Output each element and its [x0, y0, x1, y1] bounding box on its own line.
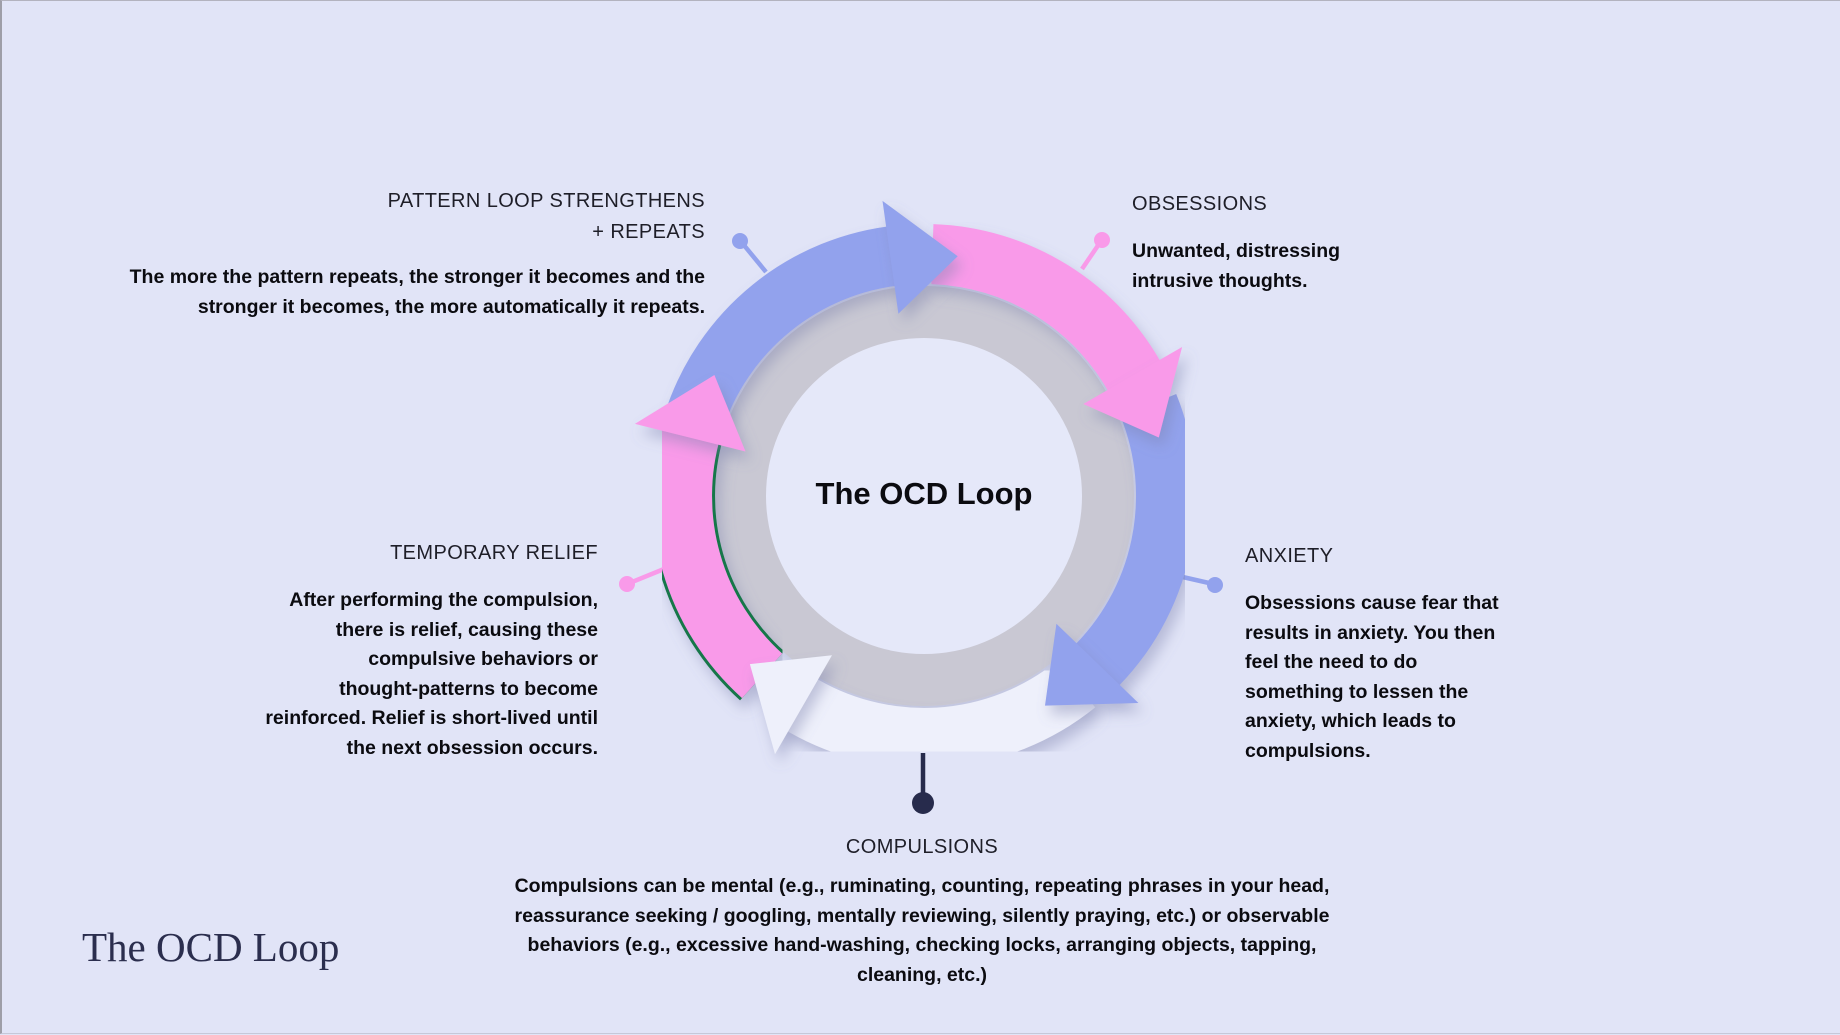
pattern-loop-label: PATTERN LOOP STRENGTHENS + REPEATS [387, 190, 705, 243]
pin-relief [619, 566, 665, 592]
pin-anxiety-dot [1207, 577, 1223, 593]
temporary-relief-description: After performing the compulsion, there i… [265, 589, 598, 759]
pattern-loop-description: The more the pattern repeats, the strong… [129, 266, 705, 318]
pin-pattern [732, 233, 768, 274]
arrow-head-obsessions [1083, 347, 1183, 438]
arrow-obsessions-to-anxiety [930, 224, 1165, 397]
pin-obsessions [1080, 232, 1110, 271]
page-title: The OCD Loop [82, 924, 340, 970]
anxiety-label: ANXIETY [1245, 545, 1334, 567]
arrow-band-obsessions [930, 224, 1165, 397]
inner-circle [766, 338, 1082, 654]
arrow-relief-to-pattern [649, 420, 785, 701]
arrow-head-compulsions [749, 655, 832, 755]
pin-compulsions-dot [912, 792, 934, 814]
pin-relief-dot [619, 576, 635, 592]
compulsions-description: Compulsions can be mental (e.g., ruminat… [514, 875, 1330, 986]
temporary-relief-label: TEMPORARY RELIEF [390, 542, 598, 564]
compulsions-label: COMPULSIONS [845, 836, 999, 858]
arrow-head-relief [634, 375, 746, 452]
arrow-anxiety-to-compulsions [1070, 394, 1196, 692]
arrow-band-relief [652, 421, 783, 699]
arrow-compulsions-to-relief [779, 660, 1096, 768]
anxiety-description: Obsessions cause fear that results in an… [1245, 592, 1499, 762]
diagram-center-title: The OCD Loop [815, 476, 1033, 511]
arrow-band-anxiety [1070, 394, 1196, 692]
obsessions-description: Unwanted, distressing intrusive thoughts… [1132, 240, 1341, 292]
arrow-head-pattern [882, 200, 958, 314]
obsessions-label: OBSESSIONS [1132, 193, 1268, 215]
pin-pattern-dot [732, 233, 748, 249]
arrow-band-compulsions [779, 660, 1096, 768]
arrow-head-anxiety [1045, 623, 1139, 706]
pin-obsessions-dot [1094, 232, 1110, 248]
